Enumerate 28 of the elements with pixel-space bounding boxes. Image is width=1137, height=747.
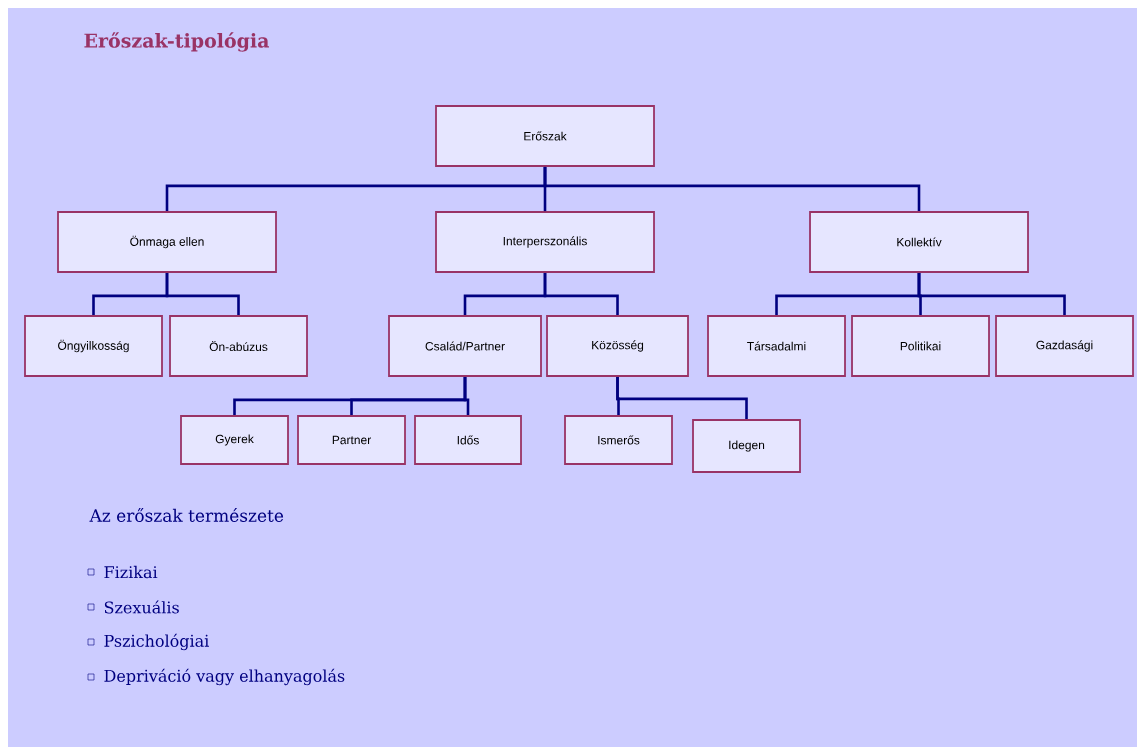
category-box: Idegen: [692, 419, 801, 473]
category-box: Gazdasági: [995, 315, 1134, 377]
list-item: Pszichológiai: [104, 633, 209, 651]
category-box: Erőszak: [435, 105, 655, 167]
category-box: Öngyilkosság: [24, 315, 163, 377]
category-box: Ismerős: [564, 415, 673, 465]
category-box: Család/Partner: [388, 315, 542, 377]
list-item: Depriváció vagy elhanyagolás: [104, 668, 345, 686]
list-item: Szexuális: [104, 600, 179, 614]
category-box: Gyerek: [180, 415, 289, 465]
category-box: Közösség: [546, 315, 689, 377]
category-box: Kollektív: [809, 211, 1029, 273]
list-item: Fizikai: [104, 565, 158, 579]
connector: [616, 376, 748, 420]
category-box: Partner: [297, 415, 406, 465]
category-box: Idős: [414, 415, 522, 465]
category-box: Ön-abúzus: [169, 315, 308, 377]
category-box: Társadalmi: [707, 315, 846, 377]
category-box: Politikai: [851, 315, 990, 377]
section-heading: Az erőszak természete: [89, 508, 284, 522]
connector: [543, 166, 921, 212]
connector: [917, 272, 1066, 316]
category-box: Interperszonális: [435, 211, 655, 273]
connector: [165, 272, 240, 316]
connector: [543, 272, 619, 316]
connector: [463, 376, 470, 416]
category-box: Önmaga ellen: [57, 211, 277, 273]
title: Erőszak-tipológia: [84, 32, 269, 52]
